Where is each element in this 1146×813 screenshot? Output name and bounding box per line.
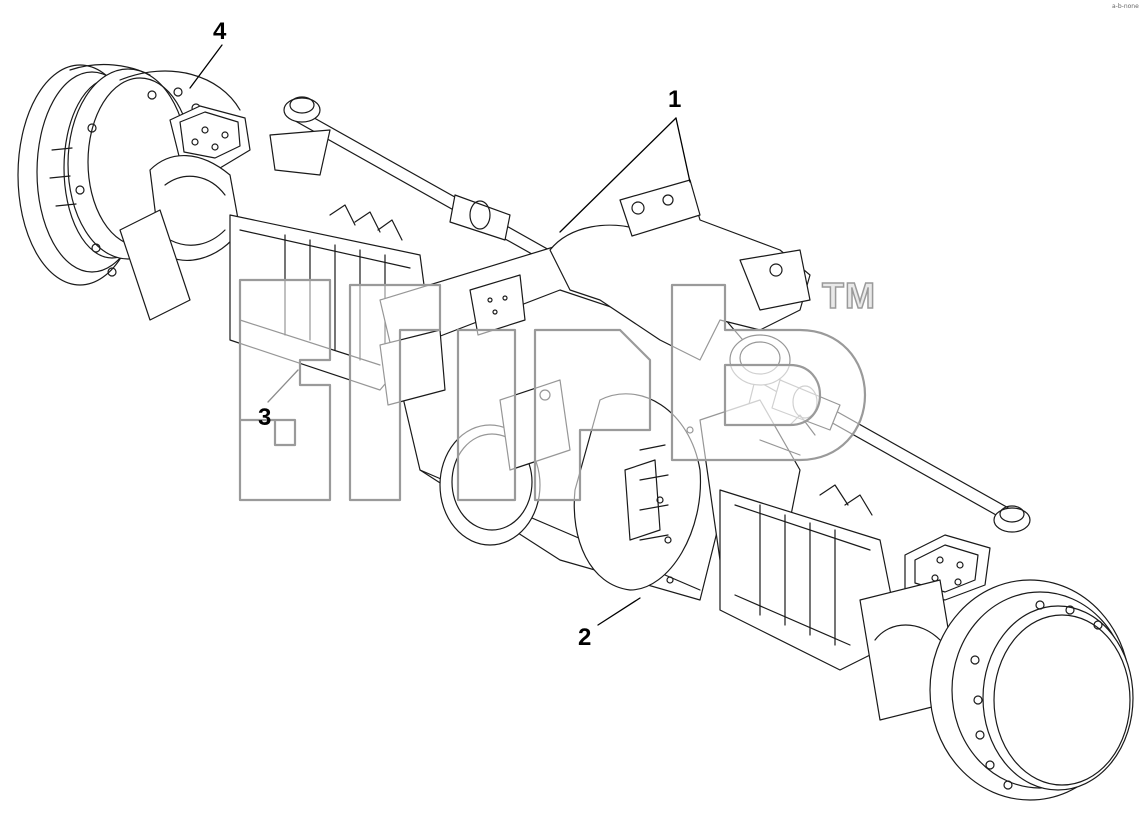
watermark-glyph-3	[456, 328, 517, 502]
leader-1a	[559, 117, 677, 233]
callout-3: 3	[258, 404, 272, 431]
leader-1b	[675, 117, 691, 183]
watermark-logo	[238, 278, 867, 502]
callout-1: 1	[668, 86, 682, 113]
watermark-glyph-4	[533, 328, 652, 502]
right-axle-housing	[719, 414, 901, 671]
callout-4: 4	[213, 18, 227, 45]
watermark-glyph-2	[348, 283, 442, 502]
left-wheel-hub	[17, 63, 241, 286]
right-wheel-hub	[929, 579, 1134, 801]
leader-2	[597, 597, 641, 626]
leader-4	[189, 44, 223, 89]
watermark-glyph-5-counter	[723, 363, 822, 427]
corner-code: a-b-none	[1112, 3, 1139, 10]
watermark-glyph-1	[238, 278, 332, 502]
trademark-mark: TM	[821, 275, 876, 316]
left-steering-knuckle	[119, 105, 251, 321]
leader-lines	[189, 44, 691, 626]
callout-2: 2	[578, 624, 592, 651]
